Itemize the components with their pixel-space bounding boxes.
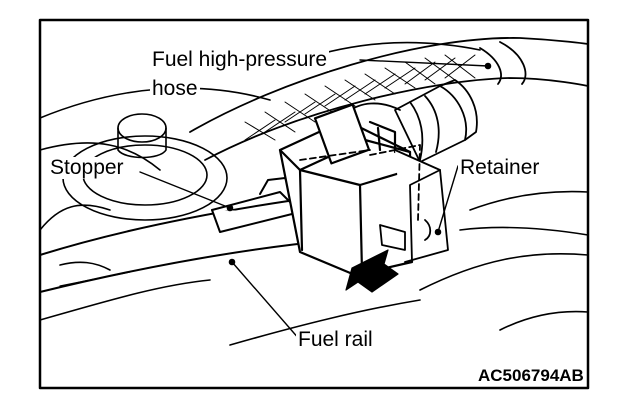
retainer-label: Retainer	[458, 156, 542, 179]
leader-lines	[139, 59, 492, 341]
fuel-rail-label: Fuel rail	[296, 328, 375, 351]
leader-fuel-hose	[359, 59, 489, 67]
fuel-hose-label-line1: Fuel high-pressure	[150, 48, 330, 71]
leader-stopper	[139, 171, 231, 209]
boss-part	[62, 113, 228, 221]
retainer-clip	[299, 144, 449, 263]
insertion-arrow	[345, 249, 399, 293]
leader-retainer	[437, 165, 459, 233]
stopper-label: Stopper	[48, 156, 126, 179]
hose-ferrule	[347, 79, 478, 163]
fuel-hose-label-line2: hose	[150, 77, 200, 100]
leader-fuel-rail	[231, 261, 301, 341]
figure-code: AC506794AB	[476, 366, 586, 385]
